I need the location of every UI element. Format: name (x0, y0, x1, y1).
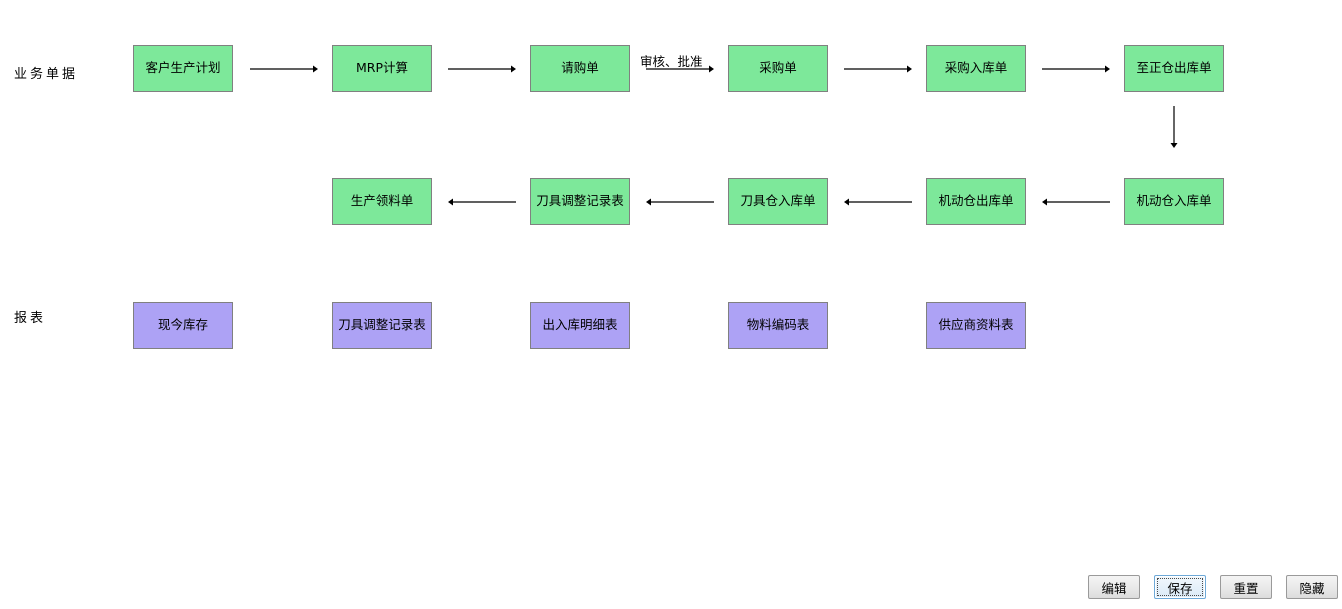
arrow-flexwh-out-to-toolwh-in (844, 198, 912, 206)
flow-node[interactable]: 生产领料单 (332, 178, 432, 225)
row-label: 业务单据 (14, 67, 79, 82)
arrow-plan-to-mrp (250, 65, 318, 73)
flow-node[interactable]: MRP计算 (332, 45, 432, 92)
hide-button[interactable]: 隐藏 (1286, 575, 1338, 599)
save-button[interactable]: 保存 (1154, 575, 1206, 599)
arrow-adjust-to-issue (448, 198, 516, 206)
flow-node[interactable]: 采购入库单 (926, 45, 1026, 92)
arrow-purchase-to-receipt (844, 65, 912, 73)
flow-node[interactable]: 刀具调整记录表 (530, 178, 630, 225)
flow-node[interactable]: 至正仓出库单 (1124, 45, 1224, 92)
button-label: 保存 (1167, 580, 1193, 596)
arrow-requisition-to-purchase (646, 65, 714, 73)
flow-node[interactable]: 机动仓入库单 (1124, 178, 1224, 225)
flow-node[interactable]: 刀具调整记录表 (332, 302, 432, 349)
reset-button[interactable]: 重置 (1220, 575, 1272, 599)
edit-button[interactable]: 编辑 (1088, 575, 1140, 599)
flow-node[interactable]: 客户生产计划 (133, 45, 233, 92)
flow-node[interactable]: 出入库明细表 (530, 302, 630, 349)
edge-label-review-approve: 审核、批准 (640, 54, 703, 69)
flow-node[interactable]: 机动仓出库单 (926, 178, 1026, 225)
row-label: 报表 (14, 311, 47, 326)
flow-node[interactable]: 现今库存 (133, 302, 233, 349)
flow-node[interactable]: 供应商资料表 (926, 302, 1026, 349)
button-label: 重置 (1233, 580, 1259, 596)
arrow-mrp-to-requisition (448, 65, 516, 73)
flow-node[interactable]: 刀具仓入库单 (728, 178, 828, 225)
arrow-receipt-to-mainwh-out (1042, 65, 1110, 73)
button-label: 编辑 (1101, 580, 1127, 596)
action-button-bar: 编辑 保存 重置 隐藏 (1088, 575, 1338, 599)
flow-node[interactable]: 采购单 (728, 45, 828, 92)
arrow-mainwh-out-to-flexwh-in (1170, 106, 1178, 148)
arrow-toolwh-in-to-adjust (646, 198, 714, 206)
arrow-flexwh-in-to-flexwh-out (1042, 198, 1110, 206)
flow-node[interactable]: 请购单 (530, 45, 630, 92)
button-label: 隐藏 (1299, 580, 1325, 596)
flow-node[interactable]: 物料编码表 (728, 302, 828, 349)
